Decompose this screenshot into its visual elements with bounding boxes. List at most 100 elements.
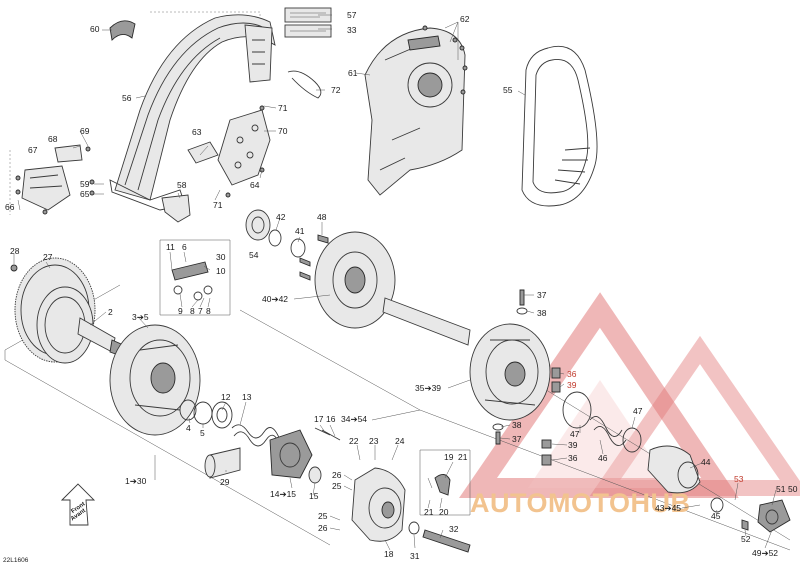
callout-15: 15	[309, 491, 319, 501]
callout-52: 52	[741, 534, 751, 544]
callout-43-45: 43➔45	[655, 503, 681, 513]
callout-19: 19	[444, 452, 454, 462]
callout-21b: 21	[424, 507, 434, 517]
spider-14-15	[269, 429, 313, 479]
callout-47a: 47	[633, 406, 643, 416]
callout-54: 54	[249, 250, 259, 260]
callout-25a: 25	[332, 481, 342, 491]
callout-27: 27	[43, 252, 53, 262]
callout-6: 6	[182, 242, 187, 252]
callout-64: 64	[250, 180, 260, 190]
governor-cup-18	[351, 467, 406, 542]
callout-33: 33	[347, 25, 357, 35]
part-45-washer	[710, 497, 724, 513]
part-29-bushing	[204, 447, 241, 479]
callout-12: 12	[221, 392, 231, 402]
part-48-bolts	[299, 234, 329, 281]
callout-2: 2	[108, 307, 113, 317]
callout-37b: 37	[512, 434, 522, 444]
screws-62	[422, 25, 468, 95]
inner-cover-61	[364, 27, 466, 196]
callout-59: 59	[80, 179, 90, 189]
part-63-clip	[187, 141, 219, 164]
part-33-decal	[284, 24, 332, 38]
callout-29: 29	[220, 477, 230, 487]
callout-72: 72	[331, 85, 341, 95]
diagram-code: 22L1606	[3, 557, 29, 564]
callout-28: 28	[10, 246, 20, 256]
callout-70: 70	[278, 126, 288, 136]
callout-65: 65	[80, 189, 90, 199]
callout-39a: 39	[567, 380, 577, 390]
part-68-plate	[54, 144, 83, 163]
callout-58: 58	[177, 180, 187, 190]
part-60-handle	[109, 20, 136, 41]
part-70-bracket	[217, 109, 271, 186]
belt-guard-56	[109, 14, 276, 211]
callout-61: 61	[348, 68, 358, 78]
callout-23: 23	[369, 436, 379, 446]
callout-3-5: 3➔5	[132, 312, 149, 322]
parts-16-17-bolts	[314, 427, 341, 441]
callout-66: 66	[5, 202, 15, 212]
callout-69: 69	[80, 126, 90, 136]
part-67-bracket	[21, 165, 71, 211]
callout-37a: 37	[537, 290, 547, 300]
callout-11: 11	[166, 242, 175, 252]
callout-7: 7	[198, 306, 203, 316]
callout-38a: 38	[537, 308, 547, 318]
callout-46: 46	[598, 453, 608, 463]
drive-belt-55	[521, 45, 598, 207]
callout-67: 67	[28, 145, 38, 155]
parts-36-39-rollers	[541, 367, 561, 466]
callout-9: 9	[178, 306, 183, 316]
part-58-bracket	[161, 194, 191, 223]
callout-53: 53	[734, 474, 744, 484]
callout-8b: 8	[206, 306, 211, 316]
callout-44: 44	[701, 457, 711, 467]
callout-31: 31	[410, 551, 420, 561]
callout-22: 22	[349, 436, 359, 446]
callout-30: 30	[216, 252, 226, 262]
callout-13: 13	[242, 392, 252, 402]
callout-labels: 60 57 33 62 61 72 56 71 70 63 55 68 69 6…	[5, 10, 798, 561]
callout-24: 24	[395, 436, 405, 446]
callout-16: 16	[326, 414, 336, 424]
driven-shaft	[382, 297, 471, 346]
watermark-text: AUTOMOTOHUB	[470, 488, 691, 518]
small-bolts-top-left	[15, 105, 265, 215]
part-72-pin	[287, 70, 322, 99]
part-15-bushing	[308, 466, 322, 484]
callout-40-42: 40➔42	[262, 294, 288, 304]
callout-21a: 21	[458, 452, 468, 462]
callout-42: 42	[276, 212, 286, 222]
callout-14-15: 14➔15	[270, 489, 296, 499]
callout-47b: 47	[570, 429, 580, 439]
part-31-washer	[408, 521, 420, 535]
movable-driven-sheave-35-39	[469, 323, 551, 421]
callout-71a: 71	[278, 103, 288, 113]
callout-35-39: 35➔39	[415, 383, 441, 393]
callout-5: 5	[200, 428, 205, 438]
part-52-screw	[741, 519, 749, 531]
callout-50: 50	[788, 484, 798, 494]
fixed-driven-sheave-40-42	[314, 231, 396, 329]
part-32-bolt	[422, 529, 471, 553]
callout-38b: 38	[512, 420, 522, 430]
front-arrow-icon: Front Avant	[60, 483, 96, 526]
callout-55: 55	[503, 85, 513, 95]
callout-25b: 25	[318, 511, 328, 521]
cap-49-52	[757, 499, 791, 533]
callout-56: 56	[122, 93, 132, 103]
part-46-spring	[562, 391, 627, 446]
callout-63: 63	[192, 127, 202, 137]
callout-48: 48	[317, 212, 327, 222]
callout-71b: 71	[213, 200, 223, 210]
callout-51: 51	[776, 484, 786, 494]
callout-10: 10	[216, 266, 226, 276]
callout-60: 60	[90, 24, 100, 34]
callout-57: 57	[347, 10, 357, 20]
callout-18: 18	[384, 549, 394, 559]
callout-62: 62	[460, 14, 470, 24]
